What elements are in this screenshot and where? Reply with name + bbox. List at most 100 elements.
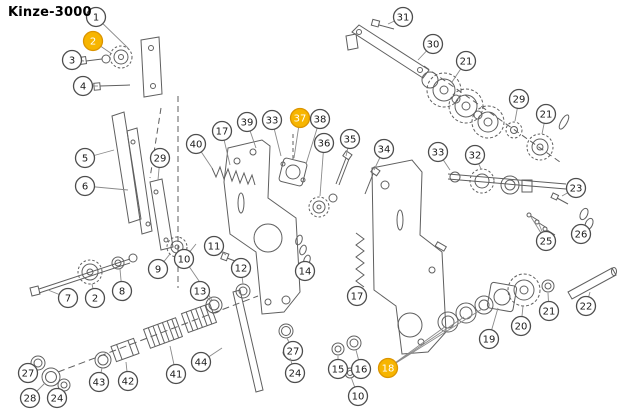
callout-37[interactable]: 37 (289, 107, 311, 159)
callout-circle[interactable] (570, 223, 592, 245)
callout-circle[interactable] (422, 33, 444, 55)
callout-28[interactable]: 28 (19, 382, 46, 409)
callout-26[interactable]: 26 (570, 223, 592, 245)
callout-12[interactable]: 12 (230, 257, 252, 285)
callout-44[interactable]: 44 (190, 347, 223, 373)
callout-42[interactable]: 42 (117, 361, 139, 392)
callout-7[interactable]: 7 (47, 287, 79, 309)
callout-circle[interactable] (165, 363, 187, 385)
callout-circle[interactable] (147, 258, 169, 280)
callout-17[interactable]: 17 (211, 120, 233, 166)
callout-circle[interactable] (575, 295, 597, 317)
callout-21[interactable]: 21 (451, 50, 477, 83)
callout-circle-highlighted[interactable] (289, 107, 311, 129)
callout-circle[interactable] (427, 141, 449, 163)
callout-30[interactable]: 30 (417, 33, 444, 61)
callout-circle[interactable] (117, 370, 139, 392)
callout-circle[interactable] (72, 75, 94, 97)
callout-24[interactable]: 24 (46, 387, 68, 409)
callout-2[interactable]: 2 (84, 283, 106, 309)
callout-41[interactable]: 41 (165, 345, 187, 385)
callout-29[interactable]: 29 (508, 88, 530, 122)
callout-27[interactable]: 27 (282, 337, 304, 362)
callout-circle[interactable] (464, 144, 486, 166)
callout-circle[interactable] (230, 257, 252, 279)
callout-19[interactable]: 19 (478, 307, 500, 350)
callout-33[interactable]: 33 (261, 109, 283, 157)
callout-circle[interactable] (294, 260, 316, 282)
callout-24[interactable]: 24 (284, 357, 306, 384)
callout-circle[interactable] (373, 138, 395, 160)
callout-32[interactable]: 32 (464, 144, 486, 170)
callout-16[interactable]: 16 (350, 349, 372, 380)
callout-8[interactable]: 8 (111, 268, 133, 302)
callout-14[interactable]: 14 (294, 260, 316, 282)
callout-circle[interactable] (510, 315, 532, 337)
callout-circle[interactable] (84, 287, 106, 309)
callout-9[interactable]: 9 (147, 253, 171, 280)
callout-17[interactable]: 17 (346, 285, 368, 307)
callout-circle[interactable] (74, 147, 96, 169)
callout-circle[interactable] (535, 103, 557, 125)
callout-circle[interactable] (339, 128, 361, 150)
callout-circle[interactable] (74, 175, 96, 197)
callout-circle[interactable] (57, 287, 79, 309)
callout-34[interactable]: 34 (373, 138, 395, 171)
callout-circle[interactable] (478, 328, 500, 350)
callout-circle[interactable] (203, 235, 225, 257)
callout-15[interactable]: 15 (327, 356, 349, 380)
callout-18[interactable]: 18 (377, 308, 483, 379)
callout-circle-highlighted[interactable] (377, 357, 399, 379)
callout-43[interactable]: 43 (88, 367, 110, 393)
callout-circle[interactable] (85, 6, 107, 28)
callout-39[interactable]: 39 (236, 111, 258, 149)
callout-circle[interactable] (284, 362, 306, 384)
callout-10[interactable]: 10 (347, 376, 369, 407)
callout-circle[interactable] (327, 358, 349, 380)
callout-circle[interactable] (309, 108, 331, 130)
callout-circle[interactable] (538, 300, 560, 322)
callout-circle[interactable] (392, 6, 414, 28)
callout-2[interactable]: 2 (82, 30, 113, 55)
callout-circle[interactable] (173, 248, 195, 270)
callout-40[interactable]: 40 (185, 133, 213, 169)
callout-11[interactable]: 11 (203, 235, 227, 257)
callout-circle[interactable] (350, 358, 372, 380)
callout-circle-highlighted[interactable] (82, 30, 104, 52)
callout-circle[interactable] (282, 340, 304, 362)
callout-29[interactable]: 29 (149, 147, 171, 181)
callout-circle[interactable] (261, 109, 283, 131)
callout-circle[interactable] (190, 351, 212, 373)
callout-35[interactable]: 35 (339, 128, 361, 157)
callout-1[interactable]: 1 (85, 6, 129, 49)
callout-21[interactable]: 21 (538, 292, 560, 322)
callout-38[interactable]: 38 (305, 108, 331, 165)
callout-circle[interactable] (61, 49, 83, 71)
callout-33[interactable]: 33 (427, 141, 451, 171)
callout-circle[interactable] (149, 147, 171, 169)
callout-circle[interactable] (88, 371, 110, 393)
callout-circle[interactable] (236, 111, 258, 133)
callout-circle[interactable] (313, 132, 335, 154)
callout-13[interactable]: 13 (189, 280, 212, 302)
callout-circle[interactable] (19, 387, 41, 409)
callout-20[interactable]: 20 (510, 305, 532, 337)
callout-22[interactable]: 22 (575, 291, 597, 317)
callout-36[interactable]: 36 (313, 132, 335, 197)
callout-circle[interactable] (535, 230, 557, 252)
callout-31[interactable]: 31 (387, 6, 414, 28)
callout-circle[interactable] (508, 88, 530, 110)
callout-circle[interactable] (189, 280, 211, 302)
callout-4[interactable]: 4 (72, 75, 99, 97)
callout-circle[interactable] (185, 133, 207, 155)
callout-circle[interactable] (111, 280, 133, 302)
callout-circle[interactable] (347, 385, 369, 407)
callout-21[interactable]: 21 (535, 103, 557, 135)
callout-circle[interactable] (46, 387, 68, 409)
callout-5[interactable]: 5 (74, 147, 115, 169)
callout-circle[interactable] (565, 177, 587, 199)
callout-6[interactable]: 6 (74, 175, 129, 197)
callout-23[interactable]: 23 (561, 177, 587, 199)
callout-25[interactable]: 25 (530, 216, 557, 252)
callout-circle[interactable] (455, 50, 477, 72)
